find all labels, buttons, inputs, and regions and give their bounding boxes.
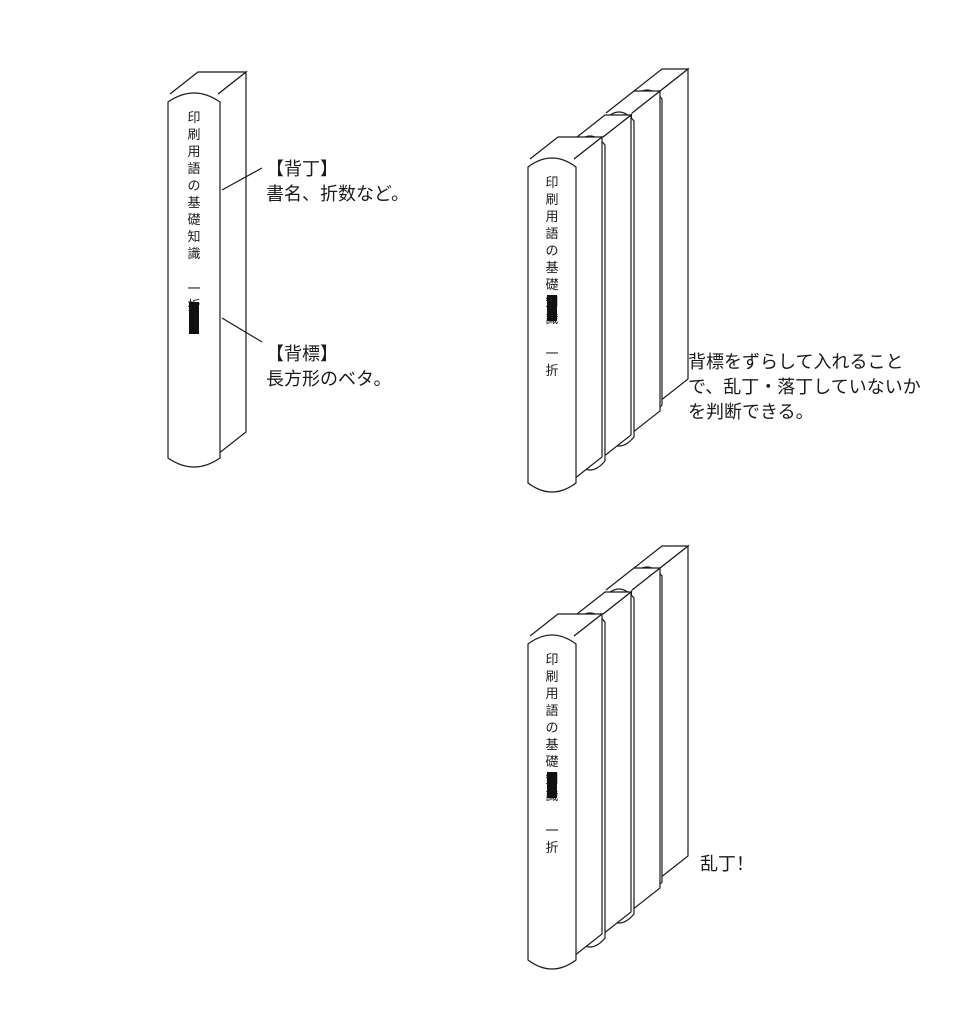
collation-note-line: で、乱丁・落丁していないか — [688, 377, 921, 398]
spine-title-char: 礎 — [187, 213, 200, 228]
spine-title-char: の — [187, 179, 200, 194]
back-cover-edge — [659, 67, 689, 402]
back-cover-edge — [659, 544, 689, 879]
spine-title-char: 語 — [545, 703, 558, 719]
spine-fold-char: 一 — [187, 282, 200, 297]
misordered-note: 乱丁！ — [700, 854, 754, 875]
spine-title-char: 識 — [187, 247, 200, 262]
collation-mark — [547, 772, 557, 798]
back-cover-edge — [631, 89, 661, 434]
spine-title-char: 印 — [545, 653, 558, 668]
back-cover-edge — [217, 70, 247, 455]
book-top-edge — [529, 136, 604, 160]
spine-mark-callout: 【背標】 長方形のベタ。 — [266, 342, 391, 392]
spine-mark-leader-line — [221, 317, 263, 343]
spine-face — [527, 634, 577, 970]
book-top-edge — [605, 90, 662, 114]
spine-title-char: 知 — [187, 229, 200, 245]
book-top-edge — [576, 591, 633, 615]
spine-fold-char: 折 — [545, 364, 558, 379]
spine-label-text: 書名、折数など。 — [266, 184, 410, 205]
misordered-book-set: 印刷用語の基礎知識三折印刷用語の基礎知識四折印刷用語の基礎知識二折印刷用語の基礎… — [527, 544, 690, 970]
spine-face — [167, 92, 221, 468]
spine-label-heading: 【背丁】 — [266, 159, 338, 180]
collation-mark — [547, 295, 557, 321]
spine-title-char: 礎 — [545, 278, 558, 293]
collation-note-line: を判断できる。 — [688, 402, 814, 423]
spine-fold-char: 一 — [545, 824, 558, 839]
spine-mark-text: 長方形のベタ。 — [266, 369, 392, 390]
spine-title-char: 刷 — [545, 670, 558, 685]
book-top-edge — [633, 68, 690, 92]
back-cover-edge — [631, 566, 661, 911]
spine-title-char: 基 — [187, 196, 200, 211]
book-spine: 印刷用語の基礎知識一折 — [527, 612, 604, 970]
spine-title-char: 印 — [187, 111, 200, 126]
book-top-edge — [633, 545, 690, 569]
spine-face — [527, 157, 577, 493]
spine-title-char: 印 — [545, 176, 558, 191]
collation-mark — [189, 302, 199, 334]
book-spine: 印刷用語の基礎知識一折 — [527, 135, 604, 493]
spine-title-char: の — [545, 721, 558, 736]
spine-title-char: 語 — [545, 226, 558, 242]
spine-title-char: 礎 — [545, 755, 558, 770]
back-cover-edge — [573, 612, 603, 957]
book-top-edge — [605, 567, 662, 591]
book-top-edge — [529, 613, 604, 637]
collation-note-line: 背標をずらして入れること — [688, 352, 904, 373]
book-top-edge — [169, 71, 248, 95]
spine-title-char: 用 — [545, 210, 558, 225]
back-cover-edge — [602, 590, 632, 935]
collation-note: 背標をずらして入れること で、乱丁・落丁していないか を判断できる。 — [688, 350, 921, 425]
book-spine: 印刷用語の基礎知識一折 — [167, 70, 248, 468]
spine-label-leader-line — [221, 167, 263, 191]
correct-book-set: 印刷用語の基礎知識四折印刷用語の基礎知識三折印刷用語の基礎知識二折印刷用語の基礎… — [527, 67, 690, 493]
spine-title-char: 語 — [187, 161, 200, 177]
book-top-edge — [576, 114, 633, 138]
spine-mark-heading: 【背標】 — [266, 344, 338, 365]
spine-title-char: 用 — [187, 145, 200, 160]
spine-fold-char: 一 — [545, 347, 558, 362]
single-book: 印刷用語の基礎知識一折 — [167, 70, 248, 468]
spine-fold-char: 折 — [545, 841, 558, 856]
back-cover-edge — [602, 113, 632, 458]
spine-title-char: の — [545, 244, 558, 259]
spine-title-char: 基 — [545, 738, 558, 753]
spine-title-char: 刷 — [187, 128, 200, 143]
spine-title-char: 刷 — [545, 193, 558, 208]
spine-title-char: 基 — [545, 261, 558, 276]
back-cover-edge — [573, 135, 603, 480]
spine-title-char: 用 — [545, 687, 558, 702]
spine-label-callout: 【背丁】 書名、折数など。 — [266, 157, 409, 207]
